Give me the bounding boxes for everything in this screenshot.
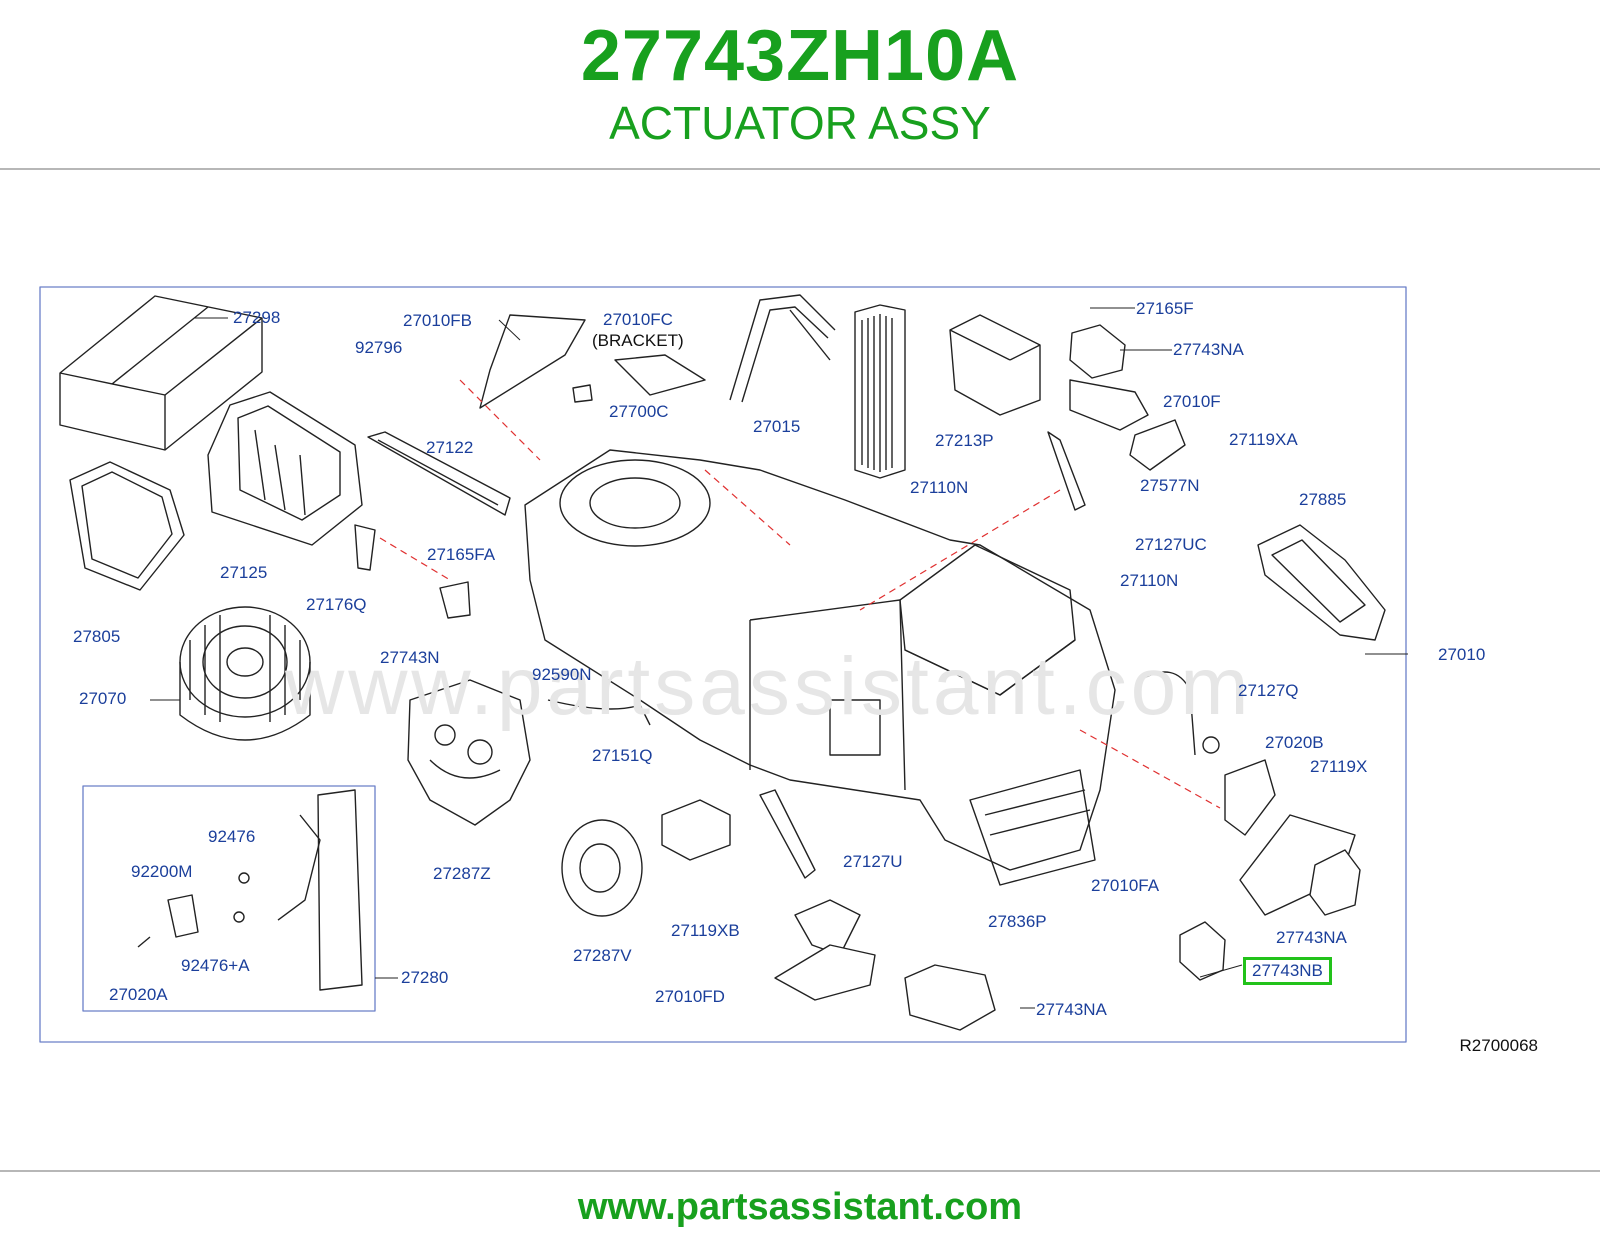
callout-27700C[interactable]: 27700C (609, 402, 669, 421)
resistor-27151Q-drawing (661, 799, 731, 861)
callout-27743NB-highlighted[interactable]: 27743NB (1243, 957, 1332, 985)
inset-frame (82, 785, 376, 1012)
door-27119X-drawing (1224, 759, 1276, 836)
door-27119XB-drawing (794, 899, 861, 956)
callout-27010FC[interactable]: 27010FC (603, 310, 673, 329)
callout-27836P[interactable]: 27836P (988, 912, 1047, 931)
callout-27287V[interactable]: 27287V (573, 946, 632, 965)
callout-92200M[interactable]: 92200M (131, 862, 193, 881)
actuator-27743NA-right-drawing (1309, 849, 1361, 916)
valve-92200M-drawing (167, 894, 199, 938)
hose-92590N-drawing (547, 699, 651, 726)
lever-27127UC-drawing (1047, 431, 1086, 511)
callout-27743NA-bottom[interactable]: 27743NA (1036, 1000, 1107, 1019)
callout-27070[interactable]: 27070 (79, 689, 127, 708)
callout-27010FA[interactable]: 27010FA (1091, 876, 1160, 895)
footer-website-link[interactable]: www.partsassistant.com (577, 1186, 1023, 1228)
bracket-27010FD-drawing (774, 944, 876, 1001)
exploded-view-drawing (39, 286, 1408, 1043)
callout-27010FD[interactable]: 27010FD (655, 987, 725, 1006)
duct-27885-drawing (1257, 524, 1386, 641)
scroll-27287Z-drawing (407, 679, 531, 826)
heater-unit-27010-drawing (524, 449, 1116, 886)
callout-27127UC[interactable]: 27127UC (1135, 535, 1207, 554)
seal-27805-drawing (69, 461, 185, 591)
callout-27010[interactable]: 27010 (1438, 645, 1486, 664)
callout-92796[interactable]: 92796 (355, 338, 403, 357)
callout-27577N[interactable]: 27577N (1140, 476, 1200, 495)
page-header: 27743ZH10A ACTUATOR ASSY (0, 0, 1600, 170)
blower-motor-27070-drawing (179, 606, 311, 741)
link-27127U-drawing (759, 789, 816, 879)
bolt-27020A-drawing (137, 936, 151, 948)
actuator-27743NA-bottom-drawing (904, 964, 996, 1031)
callout-27119XA[interactable]: 27119XA (1229, 430, 1298, 449)
evaporator-27015-drawing (729, 294, 906, 479)
callout-27127U[interactable]: 27127U (843, 852, 903, 871)
assembly-guide-lines (379, 379, 1221, 809)
callout-27165F[interactable]: 27165F (1136, 299, 1194, 318)
callout-27020A[interactable]: 27020A (109, 985, 168, 1004)
diagram-frame (39, 286, 1407, 1043)
callout-27165FA[interactable]: 27165FA (427, 545, 496, 564)
actuator-27743NA-top-drawing (1069, 324, 1186, 471)
callout-bracket-note: (BRACKET) (592, 331, 684, 350)
header-divider (0, 168, 1600, 170)
diagram-reference-code: R2700068 (1459, 1036, 1538, 1055)
part-description: ACTUATOR ASSY (609, 97, 991, 149)
callout-27743NA-right[interactable]: 27743NA (1276, 928, 1347, 947)
callout-27176Q[interactable]: 27176Q (306, 595, 367, 614)
callout-27805[interactable]: 27805 (73, 627, 121, 646)
callout-92590N[interactable]: 92590N (532, 665, 592, 684)
oring-92476A-drawing (233, 911, 245, 923)
parts-diagram: www.partsassistant.com (0, 170, 1600, 1070)
callout-27010F[interactable]: 27010F (1163, 392, 1221, 411)
callout-27110N-lower[interactable]: 27110N (1120, 571, 1179, 590)
callout-leaders (150, 307, 1408, 1009)
callout-27015[interactable]: 27015 (753, 417, 801, 436)
filter-27298-drawing (59, 295, 263, 451)
callout-27110N-upper[interactable]: 27110N (910, 478, 969, 497)
callout-27127Q[interactable]: 27127Q (1238, 681, 1299, 700)
callout-27743NA-top[interactable]: 27743NA (1173, 340, 1244, 359)
intake-housing-27125-drawing (207, 391, 363, 546)
callout-27010FB[interactable]: 27010FB (403, 311, 472, 330)
callout-27287Z[interactable]: 27287Z (433, 864, 491, 883)
callout-27298[interactable]: 27298 (233, 308, 281, 327)
footer-divider (0, 1170, 1600, 1172)
callout-27743N[interactable]: 27743N (380, 648, 440, 667)
callout-27213P[interactable]: 27213P (935, 431, 994, 450)
bracket-27010FC-drawing (614, 354, 706, 396)
callout-92476[interactable]: 92476 (208, 827, 256, 846)
callout-27119XB[interactable]: 27119XB (671, 921, 740, 940)
strip-27122-drawing (367, 431, 511, 516)
core-27280-drawing (317, 789, 363, 991)
module-27213P-drawing (949, 314, 1041, 416)
rod-27127Q-drawing (1139, 671, 1196, 756)
callout-92476A[interactable]: 92476+A (181, 956, 250, 975)
clip-27020B-drawing (1202, 736, 1220, 754)
callout-27151Q[interactable]: 27151Q (592, 746, 653, 765)
callout-27280[interactable]: 27280 (401, 968, 449, 987)
callout-27125[interactable]: 27125 (220, 563, 268, 582)
motor-27287V-drawing (561, 819, 643, 917)
part-number-title: 27743ZH10A (580, 16, 1020, 96)
callout-27020B[interactable]: 27020B (1265, 733, 1324, 752)
link-27176Q-drawing (354, 524, 376, 571)
actuator-27743N-drawing (439, 581, 471, 619)
callout-27885[interactable]: 27885 (1299, 490, 1347, 509)
connector-27700C-drawing (572, 384, 593, 403)
oring-92476-drawing (238, 872, 250, 884)
callout-27122[interactable]: 27122 (426, 438, 474, 457)
callout-27119X[interactable]: 27119X (1310, 757, 1368, 776)
bracket-27010FB-drawing (479, 314, 586, 409)
